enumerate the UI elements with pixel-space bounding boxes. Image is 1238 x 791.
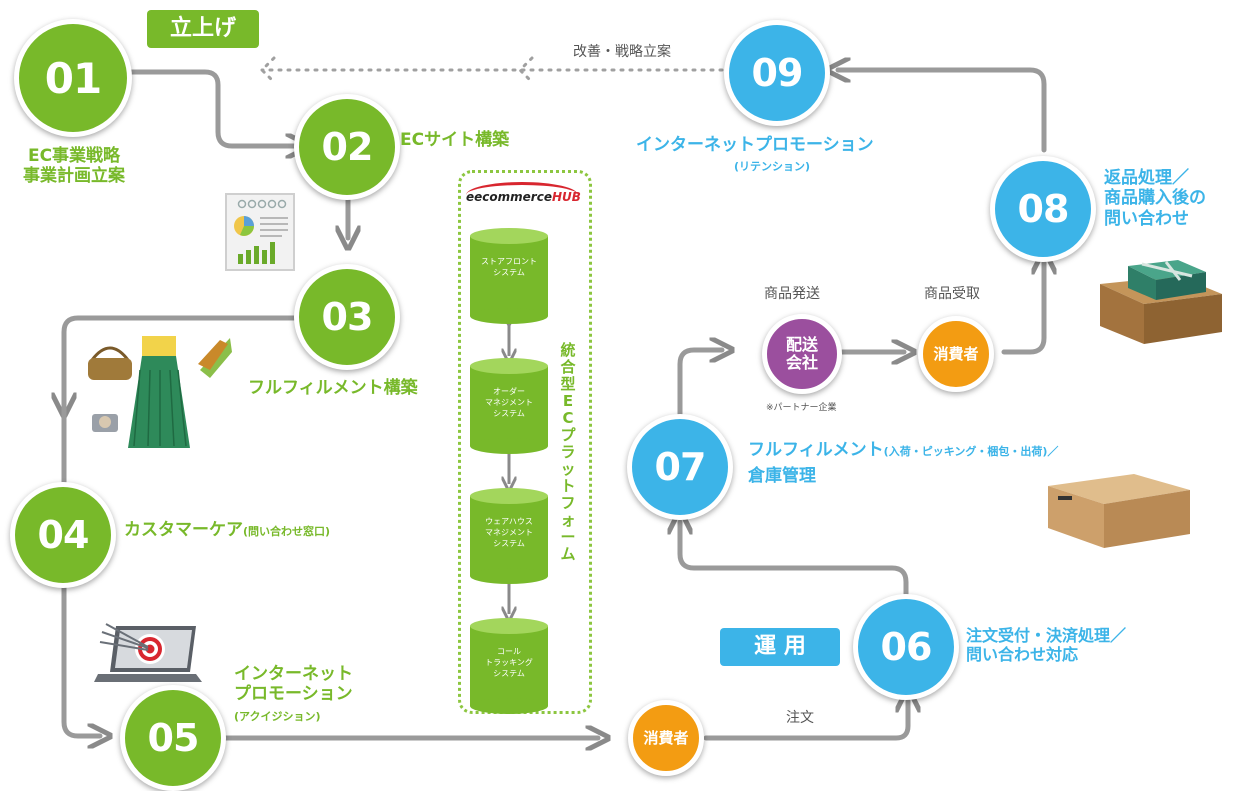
step-08-label: 返品処理／ 商品購入後の 問い合わせ <box>1104 168 1206 229</box>
connector-consumer-08 <box>1001 262 1044 355</box>
target-laptop-icon <box>94 623 202 682</box>
connector-07-delivery <box>677 350 722 417</box>
step-07-label: フルフィルメント(入荷・ピッキング・梱包・出荷)／ <box>748 440 1058 460</box>
call-tracking-cylinder: コール トラッキング システム <box>470 618 548 714</box>
storefront-system-cylinder: ストアフロント システム <box>470 228 548 324</box>
fashion-products-icon <box>88 336 232 448</box>
step-09-node: 09 <box>724 20 830 126</box>
logo-hub: HUB <box>551 190 581 204</box>
step-04-sub: (問い合わせ窓口) <box>243 525 331 538</box>
cardboard-box-icon <box>1048 474 1190 548</box>
connector-08-09 <box>838 70 1047 153</box>
step-02-node: 02 <box>294 94 400 200</box>
consumer-node-bottom: 消費者 <box>628 700 704 776</box>
step-09-label: インターネットプロモーション <box>636 135 874 155</box>
step-02-label: ECサイト構築 <box>400 130 510 150</box>
warehouse-management-cylinder: ウェアハウス マネジメント システム <box>470 488 548 584</box>
step-05-sub: (アクイジション) <box>234 710 321 723</box>
improvement-feedback-line <box>259 56 724 84</box>
step-04-title: カスタマーケア <box>124 520 243 540</box>
platform-vertical-label: 統合型ECプラットフォーム <box>560 341 576 563</box>
step-01-node: 01 <box>14 19 132 137</box>
step-06-node: 06 <box>853 594 959 700</box>
partner-note: ※パートナー企業 <box>766 403 837 413</box>
connector-06-07 <box>680 522 909 597</box>
shipping-label: 商品発送 <box>764 286 820 302</box>
step-07-label2: 倉庫管理 <box>748 466 816 486</box>
step-07-sub: (入荷・ピッキング・梱包・出荷)／ <box>883 445 1059 458</box>
warehouse-management-label: ウェアハウス マネジメント システム <box>485 517 533 548</box>
step-05-label: インターネット プロモーション <box>234 664 353 705</box>
logo-main: ecommerce <box>474 190 552 204</box>
step-01-label: EC事業戦略 事業計画立案 <box>23 146 125 187</box>
order-label: 注文 <box>786 710 814 726</box>
connector-03-04 <box>64 315 299 405</box>
improvement-label: 改善・戦略立案 <box>573 44 671 60</box>
operation-phase-tag: 運 用 <box>720 628 840 666</box>
step-04-label: カスタマーケア(問い合わせ窓口) <box>124 520 330 540</box>
step-06-label: 注文受付・決済処理／ 問い合わせ対応 <box>966 626 1127 665</box>
step-03-label: フルフィルメント構築 <box>248 378 418 398</box>
connector-01-02 <box>127 69 298 146</box>
order-management-label: オーダー マネジメント システム <box>485 387 533 418</box>
ecommerce-hub-logo-swoosh <box>466 182 578 208</box>
step-08-node: 08 <box>990 156 1096 262</box>
ecommerce-hub-logo: eecommerceHUB <box>466 190 581 204</box>
storefront-system-label: ストアフロント システム <box>481 257 537 277</box>
step-07-node: 07 <box>627 414 733 520</box>
launch-phase-tag: 立上げ <box>147 10 259 48</box>
order-management-cylinder: オーダー マネジメント システム <box>470 358 548 454</box>
logo-e: e <box>466 190 475 204</box>
step-05-node: 05 <box>120 685 226 791</box>
gift-boxes-icon <box>1100 260 1222 344</box>
report-document-icon <box>225 193 295 271</box>
connector-consumer-06 <box>703 700 908 741</box>
step-03-node: 03 <box>294 264 400 370</box>
consumer-node-top: 消費者 <box>918 316 994 392</box>
step-04-node: 04 <box>10 482 116 588</box>
step-09-sub: (リテンション) <box>734 160 811 173</box>
receiving-label: 商品受取 <box>924 286 980 302</box>
call-tracking-label: コール トラッキング システム <box>485 647 533 678</box>
step-07-title: フルフィルメント <box>748 440 884 460</box>
delivery-company-node: 配送 会社 <box>762 314 842 394</box>
connector-04-05 <box>61 583 100 736</box>
